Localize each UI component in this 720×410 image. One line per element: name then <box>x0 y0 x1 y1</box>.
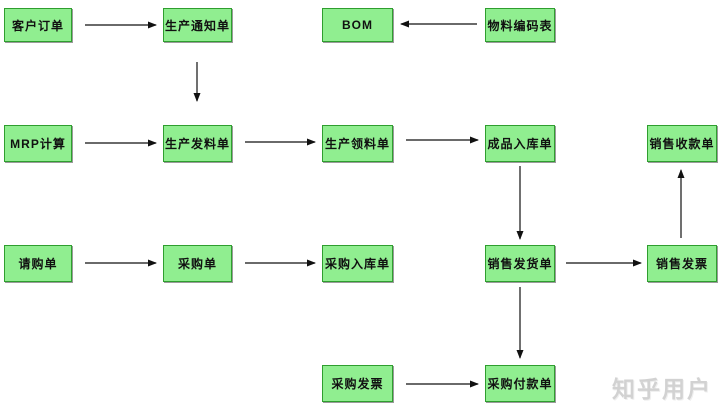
node-sales-delivery-note: 销售发货单 <box>485 245 555 282</box>
node-bom: BOM <box>322 8 393 42</box>
node-mrp-calculation: MRP计算 <box>4 125 72 162</box>
node-sales-receipt-note: 销售收款单 <box>647 125 717 162</box>
node-material-code-table: 物料编码表 <box>485 8 555 42</box>
node-customer-order: 客户订单 <box>4 8 72 42</box>
node-sales-invoice: 销售发票 <box>647 245 717 282</box>
node-purchase-order: 采购单 <box>163 245 232 282</box>
node-purchase-invoice: 采购发票 <box>322 365 393 402</box>
node-production-issue-note: 生产发料单 <box>163 125 232 162</box>
node-production-picking-note: 生产领料单 <box>322 125 393 162</box>
node-purchase-payment-note: 采购付款单 <box>485 365 555 402</box>
node-production-notice: 生产通知单 <box>163 8 232 42</box>
node-finished-goods-receipt: 成品入库单 <box>485 125 555 162</box>
zhihu-user-watermark: 知乎用户 <box>612 376 712 402</box>
node-purchase-requisition: 请购单 <box>4 245 72 282</box>
node-purchase-receipt-note: 采购入库单 <box>322 245 393 282</box>
